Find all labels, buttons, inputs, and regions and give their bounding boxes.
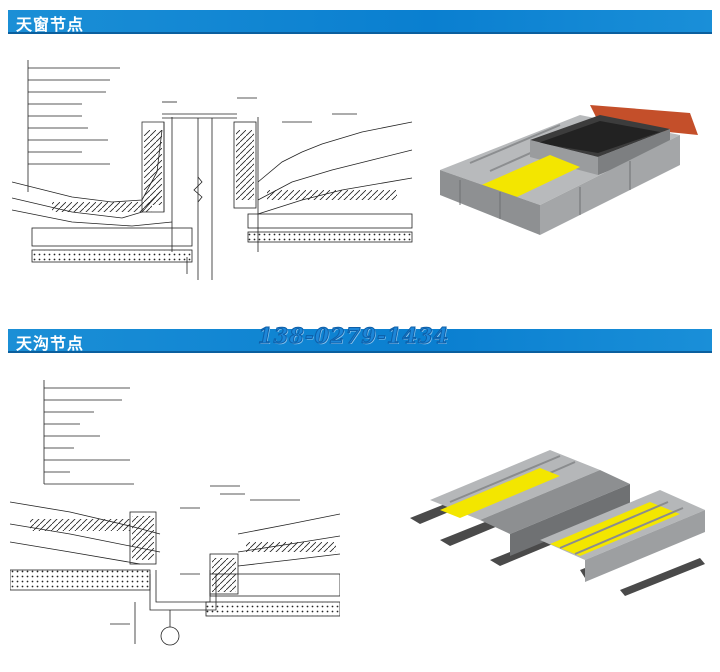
gutter-detail-drawing: [10, 380, 340, 646]
section-header-gutter: 天沟节点: [8, 329, 712, 353]
section-header-skylight: 天窗节点: [8, 10, 712, 34]
section-title-gutter: 天沟节点: [16, 334, 85, 353]
skylight-3d-model: [440, 105, 698, 235]
section-title-skylight: 天窗节点: [16, 15, 85, 34]
phone-watermark: 138-0279-1434: [257, 323, 450, 349]
skylight-detail-drawing: [12, 60, 413, 280]
gutter-3d-model: [410, 450, 705, 596]
